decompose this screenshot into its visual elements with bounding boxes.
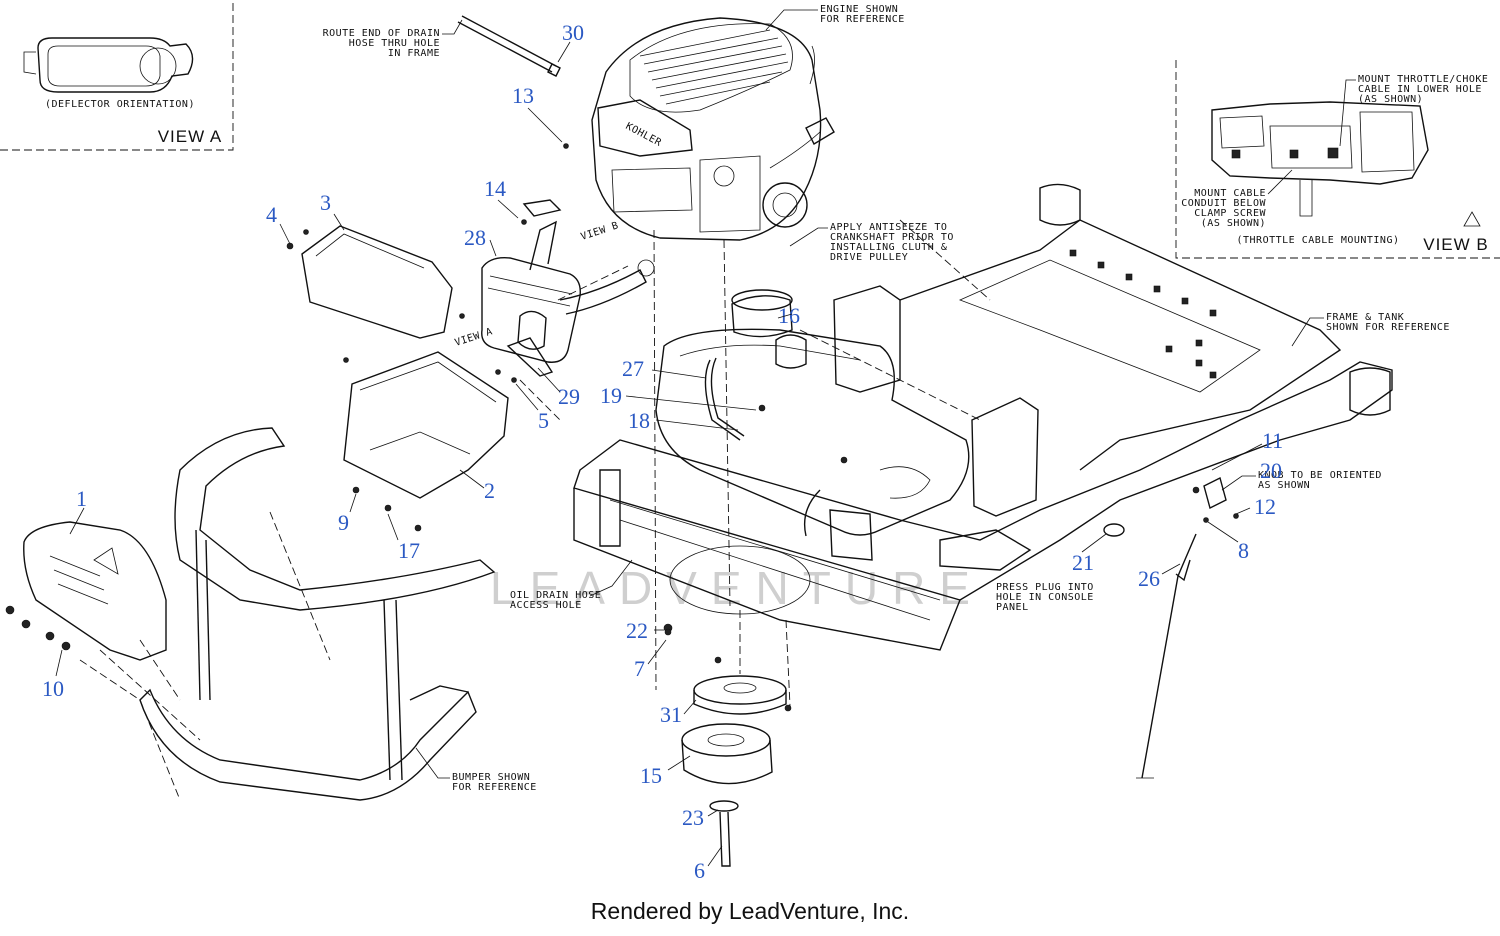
bumper-note-line-2: FOR REFERENCE — [452, 782, 537, 793]
callout-21: 21 — [1072, 550, 1094, 575]
deflector-orientation-drawing — [23, 37, 194, 93]
drain-hose-note-line-1: ROUTE END OF DRAIN — [323, 28, 440, 39]
callout-4: 4 — [266, 202, 277, 227]
engine-note-line-2: FOR REFERENCE — [820, 14, 905, 25]
front-plate — [5, 521, 167, 661]
assembly-lines — [79, 219, 991, 801]
shield-bracket-2 — [343, 351, 509, 499]
callout-2: 2 — [484, 478, 495, 503]
choke-lever — [1136, 476, 1227, 779]
callout-numbers: 1 2 3 4 5 6 7 8 9 10 11 12 13 14 15 16 1… — [42, 20, 1283, 883]
callout-15: 15 — [640, 763, 662, 788]
throttle-cable-mounting-drawing — [1211, 101, 1429, 217]
callout-1: 1 — [76, 486, 87, 511]
fuel-tank — [655, 289, 970, 561]
plug-note-line-3: PANEL — [996, 602, 1029, 613]
callout-20: 20 — [1260, 458, 1282, 483]
engine: KOHLER — [591, 17, 835, 241]
callout-12: 12 — [1254, 494, 1276, 519]
callout-27: 27 — [622, 356, 644, 381]
heat-shield-29 — [506, 337, 554, 377]
callout-3: 3 — [320, 190, 331, 215]
view-a-inset: (DEFLECTOR ORIENTATION) VIEW A — [0, 0, 234, 151]
callout-17: 17 — [398, 538, 420, 563]
fuel-cap-16 — [731, 295, 793, 338]
pto-clutch — [681, 723, 773, 867]
revision-triangle-icon — [1463, 211, 1481, 227]
plug-note-line-1: PRESS PLUG INTO — [996, 582, 1094, 593]
callout-31: 31 — [660, 702, 682, 727]
callout-13: 13 — [512, 83, 534, 108]
callout-22: 22 — [626, 618, 648, 643]
callout-18: 18 — [628, 408, 650, 433]
callout-23: 23 — [682, 805, 704, 830]
callout-28: 28 — [464, 225, 486, 250]
conduit-note-line-3: CLAMP SCREW — [1194, 208, 1266, 219]
exhaust-shield-3 — [301, 225, 453, 339]
drain-hose-note-line-3: IN FRAME — [388, 48, 440, 59]
engine-brand-label: KOHLER — [624, 121, 664, 149]
plug-note-line-2: HOLE IN CONSOLE — [996, 592, 1094, 603]
callout-30: 30 — [562, 20, 584, 45]
warning-triangle-icon — [93, 547, 119, 575]
view-b-title: VIEW B — [1423, 235, 1489, 254]
drive-pulley — [693, 675, 787, 715]
bumper — [139, 427, 496, 801]
conduit-note-line-4: (AS SHOWN) — [1201, 218, 1266, 229]
throttle-note-line-1: MOUNT THROTTLE/CHOKE — [1358, 74, 1488, 85]
antiseize-note-line-4: DRIVE PULLEY — [830, 252, 908, 263]
conduit-note-line-2: CONDUIT BELOW — [1181, 198, 1266, 209]
knob-note-line-2: AS SHOWN — [1258, 480, 1310, 491]
callout-26: 26 — [1138, 566, 1160, 591]
muffler — [481, 199, 655, 363]
antiseize-note-line-3: INSTALLING CLUTH & — [830, 242, 947, 253]
callout-19: 19 — [600, 383, 622, 408]
callout-14: 14 — [484, 176, 506, 201]
callout-10: 10 — [42, 676, 64, 701]
view-b-arrow-label: VIEW B — [580, 220, 621, 243]
callout-9: 9 — [338, 510, 349, 535]
hardware-fasteners — [286, 143, 1239, 712]
view-b-caption: (THROTTLE CABLE MOUNTING) — [1236, 235, 1399, 246]
callout-5: 5 — [538, 408, 549, 433]
callout-16: 16 — [778, 303, 800, 328]
callout-11: 11 — [1262, 428, 1283, 453]
callout-6: 6 — [694, 858, 705, 883]
oil-drain-note-line-1: OIL DRAIN HOSE — [510, 590, 601, 601]
view-a-title: VIEW A — [158, 127, 223, 146]
callout-7: 7 — [634, 656, 645, 681]
antiseize-note-line-2: CRANKSHAFT PRIOR TO — [830, 232, 954, 243]
footer-credit: Rendered by LeadVenture, Inc. — [590, 898, 910, 924]
engine-note-line-1: ENGINE SHOWN — [820, 4, 898, 15]
console-plug — [1103, 523, 1125, 537]
bumper-note-line-1: BUMPER SHOWN — [452, 772, 530, 783]
knob-note-line-1: KNOB TO BE ORIENTED — [1258, 470, 1382, 481]
throttle-note-line-2: CABLE IN LOWER HOLE — [1358, 84, 1482, 95]
view-a-caption: (DEFLECTOR ORIENTATION) — [45, 99, 195, 110]
oil-drain-note-line-2: ACCESS HOLE — [510, 600, 582, 611]
drain-hose — [457, 15, 561, 77]
throttle-note-line-3: (AS SHOWN) — [1358, 94, 1423, 105]
conduit-note-line-1: MOUNT CABLE — [1194, 188, 1266, 199]
frame — [573, 183, 1393, 651]
drain-hose-note-line-2: HOSE THRU HOLE — [349, 38, 440, 49]
frame-tank-note-line-2: SHOWN FOR REFERENCE — [1326, 322, 1450, 333]
frame-tank-note-line-1: FRAME & TANK — [1326, 312, 1404, 323]
antiseize-note-line-1: APPLY ANTISEEZE TO — [830, 222, 947, 233]
view-b-inset: MOUNT THROTTLE/CHOKE CABLE IN LOWER HOLE… — [1175, 60, 1500, 259]
callout-8: 8 — [1238, 538, 1249, 563]
leader-lines — [55, 41, 1263, 867]
callout-29: 29 — [558, 384, 580, 409]
